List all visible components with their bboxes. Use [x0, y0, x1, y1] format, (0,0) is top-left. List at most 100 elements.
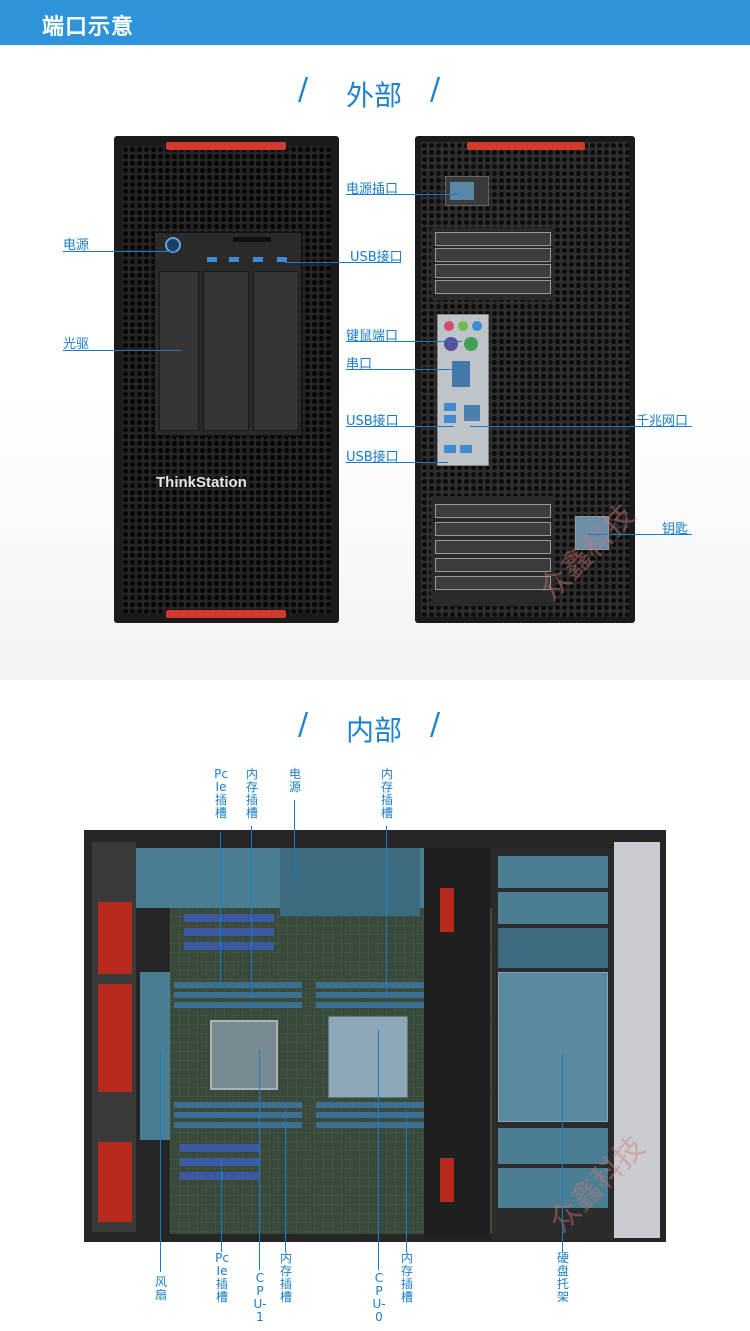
optical-drive: [159, 271, 199, 431]
pcie-cover: [435, 248, 551, 262]
rail-latch: [440, 1158, 454, 1202]
dimm-slot: [174, 982, 302, 988]
label-usb-front: USB接口: [350, 250, 403, 265]
ethernet-port-icon: [464, 405, 480, 421]
side-panel: [614, 842, 660, 1238]
pcie-slot: [184, 928, 274, 936]
exterior-panel: [0, 45, 750, 680]
label-memory-b: 内存插槽: [380, 767, 393, 820]
brand-logo: ThinkStation: [156, 474, 247, 491]
power-socket: [445, 176, 489, 206]
label-cpu0: CPU-0: [372, 1271, 386, 1324]
dimm-slot: [316, 992, 436, 998]
hdd-divider: [498, 928, 608, 968]
rear-usb-icon: [444, 445, 456, 453]
pcie-cover: [435, 558, 551, 572]
rear-usb-icon: [444, 415, 456, 423]
front-usb-port-2: [229, 257, 239, 262]
label-cpu1: CPU-1: [253, 1271, 267, 1324]
label-key: 钥匙: [662, 522, 689, 537]
audio-green-icon: [458, 321, 468, 331]
flex-bay-1: [203, 271, 249, 431]
cpu-1-socket: [210, 1020, 278, 1090]
pcie-slot: [184, 914, 274, 922]
power-supply-top: [280, 848, 420, 916]
front-usb-port-3: [253, 257, 263, 262]
fan-red-2: [98, 984, 132, 1092]
label-kb-mouse: 键鼠端口: [346, 329, 399, 344]
rear-tower: [415, 136, 635, 623]
center-rail: [424, 848, 490, 1238]
audio-blue-icon: [472, 321, 482, 331]
audio-pink-icon: [444, 321, 454, 331]
front-fan-frame: [92, 842, 136, 1232]
pcie-slot: [184, 942, 274, 950]
io-plate: [437, 314, 489, 466]
label-memory-c: 内存插槽: [279, 1251, 292, 1304]
hdd-tray-2: [498, 892, 608, 924]
label-pcie-bottom: PcIe插槽: [215, 1251, 229, 1304]
serial-port-icon: [452, 361, 470, 387]
pcie-cover: [435, 264, 551, 278]
power-button-icon[interactable]: [165, 237, 181, 253]
label-memory-a: 内存插槽: [245, 767, 258, 820]
interior-chassis: [84, 830, 666, 1242]
exterior-title: 外部: [346, 79, 403, 112]
label-usb-2: USB接口: [346, 450, 399, 465]
hdd-bay: [492, 848, 614, 1240]
rail-latch: [440, 888, 454, 932]
label-fan: 风扇: [154, 1275, 167, 1302]
key-lock-icon: [575, 516, 609, 550]
header-bar: [0, 0, 750, 45]
front-tower: ThinkStation: [114, 136, 339, 623]
label-optical: 光驱: [63, 337, 90, 352]
hdd-cage: [498, 972, 608, 1122]
label-power-socket: 电源插口: [346, 182, 399, 197]
hdd-tray-3: [498, 1128, 608, 1164]
dimm-slot: [316, 1122, 436, 1128]
rear-usb-icon: [444, 403, 456, 411]
pcie-slot: [180, 1158, 260, 1166]
pcie-cover: [435, 504, 551, 518]
pcie-cover: [435, 576, 551, 590]
dimm-slot: [174, 1002, 302, 1008]
dimm-slot: [174, 1112, 302, 1118]
label-power: 电源: [63, 238, 90, 253]
pcie-slot: [180, 1144, 260, 1152]
dimm-slot: [316, 982, 436, 988]
upper-pcie-bays: [431, 228, 555, 300]
dimm-slot: [174, 1122, 302, 1128]
front-usb-port-4: [277, 257, 287, 262]
interior-title: 内部: [346, 714, 403, 747]
pcie-cover: [435, 232, 551, 246]
drive-bay: [154, 232, 302, 436]
dimm-slot: [316, 1112, 436, 1118]
title-slash-right: /: [430, 707, 441, 742]
pcie-cover: [435, 280, 551, 294]
pcie-cover: [435, 522, 551, 536]
cpu-0-cooler: [328, 1016, 408, 1098]
rear-usb-icon: [460, 445, 472, 453]
bottom-handle: [166, 610, 286, 618]
ps2-mouse-icon: [464, 337, 478, 351]
hdd-tray-4: [498, 1168, 608, 1208]
dimm-slot: [316, 1102, 436, 1108]
dimm-slot: [174, 1102, 302, 1108]
dimm-slot: [316, 1002, 436, 1008]
card-reader-slot: [233, 237, 271, 242]
front-usb-port-1: [207, 257, 217, 262]
label-serial: 串口: [346, 357, 373, 372]
title-slash-left: /: [298, 707, 309, 742]
label-usb-1: USB接口: [346, 414, 399, 429]
hdd-tray-1: [498, 856, 608, 888]
label-memory-d: 内存插槽: [400, 1251, 413, 1304]
label-pcie-top: PcIe插槽: [214, 767, 228, 820]
dimm-slot: [174, 992, 302, 998]
page-title: 端口示意: [42, 15, 135, 40]
ps2-keyboard-icon: [444, 337, 458, 351]
rear-top-handle: [467, 142, 585, 150]
fan-red-1: [98, 902, 132, 974]
pcie-slot: [180, 1172, 260, 1180]
top-handle: [166, 142, 286, 150]
title-slash-right: /: [430, 72, 441, 107]
